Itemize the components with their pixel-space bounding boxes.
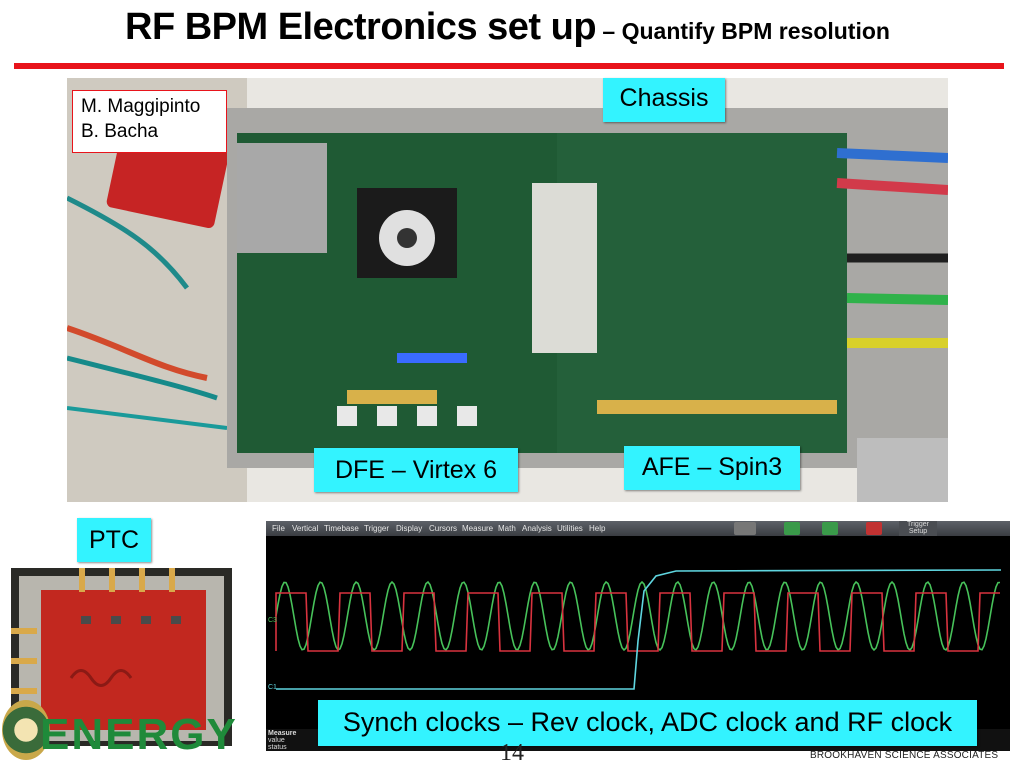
slide-title-sub: – Quantify BPM resolution [596,18,890,44]
scope-menu-vertical[interactable]: Vertical [292,524,319,533]
scope-menu-trigger[interactable]: Trigger [364,524,390,533]
page-number: 14 [500,740,524,766]
channel-marker-1: C3 [268,617,277,624]
scope-menu-measure[interactable]: Measure [462,524,494,533]
channel-marker-2: C1 [268,684,277,691]
scope-menu-display[interactable]: Display [396,524,423,533]
scope-menu-math[interactable]: Math [498,524,516,533]
footer-org: BROOKHAVEN SCIENCE ASSOCIATES [810,750,999,761]
slide-title-main: RF BPM Electronics set up [125,6,597,48]
scope-measure-label: Measure [268,730,297,737]
author-1: M. Maggipinto [81,96,201,117]
trigger-setup-button[interactable]: Trigger Setup [899,521,937,536]
scope-menu-bar: File Vertical Timebase Trigger Display C… [266,521,1010,536]
scope-menu-utilities[interactable]: Utilities [557,524,583,533]
title-underline-bar [14,63,1004,69]
scope-menu-cursors[interactable]: Cursors [429,524,458,533]
rf-clock-trace [275,580,1001,652]
author-2: B. Bacha [81,121,159,142]
doe-seal-icon [2,700,50,760]
ptc-label: PTC [77,518,151,562]
scope-toolbar-stop-icon[interactable] [866,522,882,535]
dfe-label: DFE – Virtex 6 [314,448,518,492]
chassis-label: Chassis [603,78,725,122]
scope-toolbar-run-icon[interactable] [822,522,838,535]
energy-logo-text: ENERGY [40,710,238,759]
afe-label: AFE – Spin3 [624,446,800,490]
scope-value-label: value [268,737,285,744]
scope-status-label: status [268,744,287,751]
scope-menu-file[interactable]: File [272,524,285,533]
authors-box: M. Maggipinto B. Bacha [72,90,227,153]
ptc-photo [11,568,232,746]
scope-toolbar-color-icon[interactable] [734,522,756,535]
scope-menu-analysis[interactable]: Analysis [522,524,552,533]
slide-title: RF BPM Electronics set up – Quantify BPM… [125,6,890,49]
scope-menu-timebase[interactable]: Timebase [324,524,359,533]
synch-clocks-label: Synch clocks – Rev clock, ADC clock and … [318,700,977,746]
scope-toolbar-green-icon[interactable] [784,522,800,535]
scope-menu-help[interactable]: Help [589,524,606,533]
rev-clock-trace [276,569,1002,690]
